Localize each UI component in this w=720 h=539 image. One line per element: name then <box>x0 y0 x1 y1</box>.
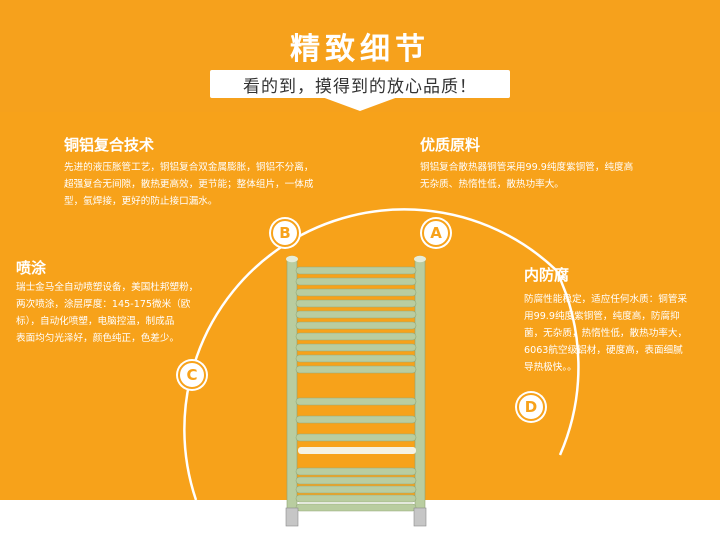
radiator-rail <box>295 476 417 485</box>
feature-material-text: 铜铝复合散热器铜管采用99.9纯度紫铜管，纯度高 无杂质、热惰性低，散热功率大。 <box>420 162 634 190</box>
radiator-rail <box>295 485 417 494</box>
post-cap-left <box>286 255 298 263</box>
feature-spray-title: 喷涂 <box>16 259 47 277</box>
feature-anticorrosion-title: 内防腐 <box>524 266 570 284</box>
badge-b: B <box>271 219 299 247</box>
subtitle: 看的到，摸得到的放心品质！ <box>243 77 477 97</box>
feature-material-title: 优质原料 <box>420 136 481 154</box>
radiator-rail <box>295 467 417 476</box>
radiator-rail <box>295 277 417 286</box>
radiator-rail <box>295 415 417 424</box>
radiator-post-right <box>414 255 426 517</box>
radiator-rail <box>295 288 417 297</box>
radiator-rail <box>295 397 417 406</box>
radiator-rail <box>295 332 417 341</box>
feature-spray-text: 瑞士金马全自动喷塑设备，美国杜邦塑粉， 两次喷涂，涂层厚度：145-175微米（… <box>16 282 199 344</box>
radiator-rail <box>295 299 417 308</box>
radiator-rail <box>295 503 417 512</box>
radiator-rail-white <box>298 447 416 454</box>
valve-left <box>285 507 299 527</box>
radiator-rail <box>295 321 417 330</box>
badge-a: A <box>422 219 450 247</box>
radiator-rail <box>295 354 417 363</box>
post-cap-right <box>414 255 426 263</box>
radiator-rail <box>295 343 417 352</box>
feature-arc <box>183 208 557 501</box>
radiator-post-left <box>286 255 298 517</box>
feature-anticorrosion-text: 防腐性能稳定，适应任何水质：铜管采 用99.9纯度紫铜管，纯度高，防腐抑 菌，无… <box>524 294 688 373</box>
feature-copper-title: 铜铝复合技术 <box>64 136 155 154</box>
valve-right <box>413 507 427 527</box>
radiator-rails <box>295 266 417 512</box>
radiator-rail <box>295 433 417 442</box>
radiator-rail <box>295 266 417 275</box>
feature-arc-right <box>554 269 580 456</box>
radiator-rail <box>295 494 417 503</box>
subtitle-box <box>210 70 510 98</box>
feature-copper-text: 先进的液压胀管工艺，铜铝复合双金属膨胀，铜铝不分离， 超强复合无间隙，散热更高效… <box>64 162 314 207</box>
badge-d: D <box>517 393 545 421</box>
badge-c: C <box>178 361 206 389</box>
radiator-rail <box>295 310 417 319</box>
page-title: 精致细节 <box>290 32 430 67</box>
down-arrow-icon <box>322 97 398 111</box>
radiator-rail <box>295 365 417 374</box>
